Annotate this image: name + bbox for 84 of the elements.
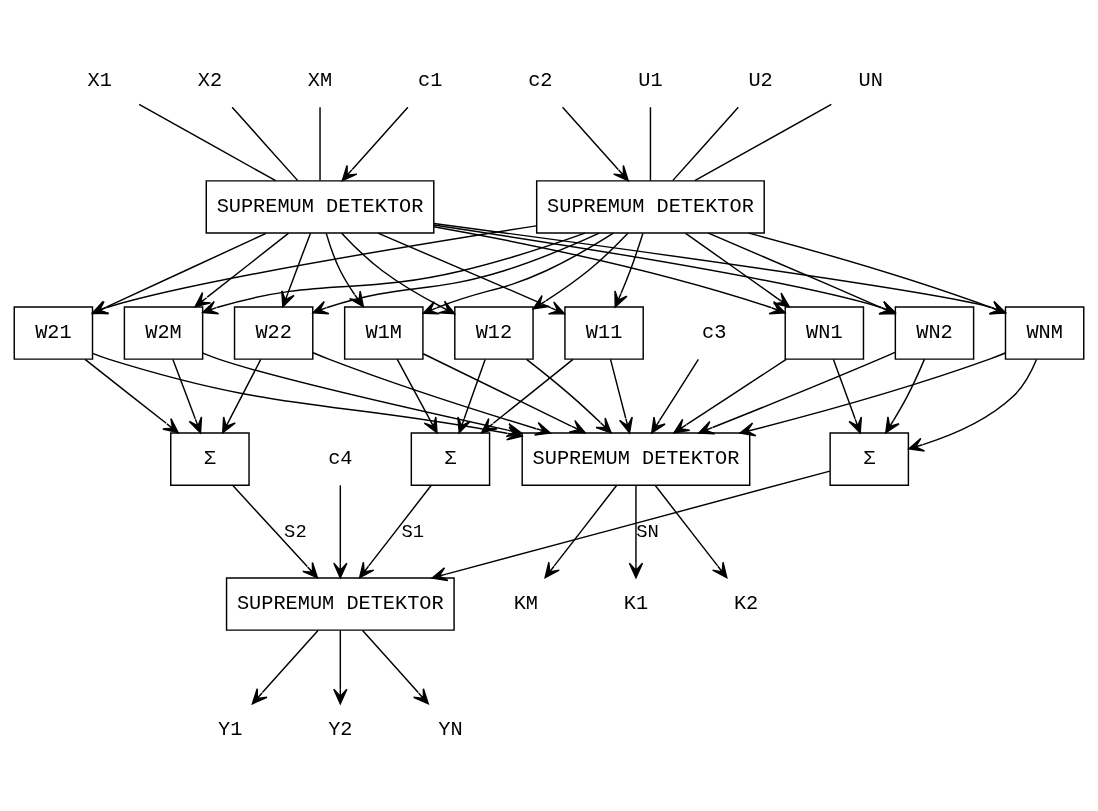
arrow	[358, 484, 432, 579]
edge-label: S1	[401, 520, 425, 543]
node-text: Y1	[218, 718, 243, 742]
arrow	[654, 484, 728, 579]
arrow	[544, 484, 618, 579]
arrow	[333, 629, 348, 705]
arrow	[251, 629, 319, 705]
node-text: c3	[702, 321, 727, 345]
arrow	[698, 351, 896, 435]
node-text: Y2	[328, 718, 353, 742]
node-box: Σ	[829, 432, 910, 486]
arrow	[673, 358, 787, 434]
arrow	[431, 470, 831, 582]
node-box: W1M	[343, 306, 424, 360]
node-box: SUPREMUM DETEKTOR	[535, 180, 765, 234]
arrow	[651, 358, 700, 434]
arrow	[194, 232, 290, 308]
arrow	[532, 232, 629, 310]
node-box: WN2	[894, 306, 975, 360]
connector	[649, 106, 652, 182]
node-text: K1	[623, 592, 649, 616]
arrow	[91, 232, 267, 315]
arrow	[91, 225, 537, 315]
arrow	[561, 106, 629, 182]
arrow	[202, 352, 523, 438]
arrow	[202, 232, 586, 315]
node-text: XM	[307, 69, 333, 93]
node-box: SUPREMUM DETEKTOR	[205, 180, 435, 234]
node-box: W2M	[123, 306, 204, 360]
arrow	[312, 232, 600, 315]
arrow	[341, 106, 409, 182]
arrow	[739, 352, 1006, 437]
arrow	[614, 232, 644, 308]
node-box: SUPREMUM DETEKTOR	[225, 577, 455, 631]
arrow	[907, 358, 1038, 452]
node-text: c1	[418, 69, 443, 93]
node-box: W12	[454, 306, 534, 360]
arrow	[231, 484, 319, 579]
node-text: c4	[328, 447, 353, 471]
connector	[231, 106, 299, 182]
arrow	[707, 232, 896, 315]
arrow	[433, 226, 786, 315]
node-box: WN1	[784, 306, 865, 360]
arrow	[396, 358, 438, 434]
arrow	[832, 358, 863, 434]
arrow	[628, 484, 644, 579]
node-text: U1	[638, 69, 663, 93]
node-box: Σ	[410, 432, 491, 486]
node-text: UN	[858, 69, 883, 93]
node-box: W11	[564, 306, 644, 360]
connector	[138, 103, 277, 182]
connector	[319, 106, 321, 182]
node-text: U2	[748, 69, 773, 93]
arrow	[433, 222, 1007, 315]
node-box: W22	[233, 306, 314, 360]
arrow	[281, 232, 312, 308]
arrow	[222, 358, 262, 434]
arrow	[525, 358, 612, 434]
node-box: Σ	[170, 432, 250, 486]
node-text: X2	[197, 69, 223, 93]
edge-label: SN	[636, 520, 659, 543]
node-box: SUPREMUM DETEKTOR	[521, 432, 751, 486]
node-text: X1	[87, 69, 112, 93]
node-text: YN	[438, 718, 463, 742]
node-box: W21	[13, 306, 94, 360]
arrow	[361, 629, 429, 705]
arrow	[377, 232, 566, 315]
arrow	[422, 232, 615, 315]
node-text: KM	[513, 592, 538, 616]
arrow	[885, 358, 926, 434]
node-text: c2	[528, 69, 553, 93]
node-box: WNM	[1004, 306, 1085, 360]
connector	[694, 103, 833, 182]
arrow	[748, 232, 1006, 315]
arrow	[172, 358, 203, 434]
arrow	[84, 358, 179, 434]
arrow	[433, 224, 896, 315]
arrow	[684, 232, 790, 308]
arrow	[340, 232, 456, 315]
connector	[671, 106, 739, 182]
arrow	[609, 358, 633, 434]
arrow	[333, 484, 348, 579]
edge-label: S2	[284, 520, 307, 543]
node-text: K2	[733, 592, 759, 616]
